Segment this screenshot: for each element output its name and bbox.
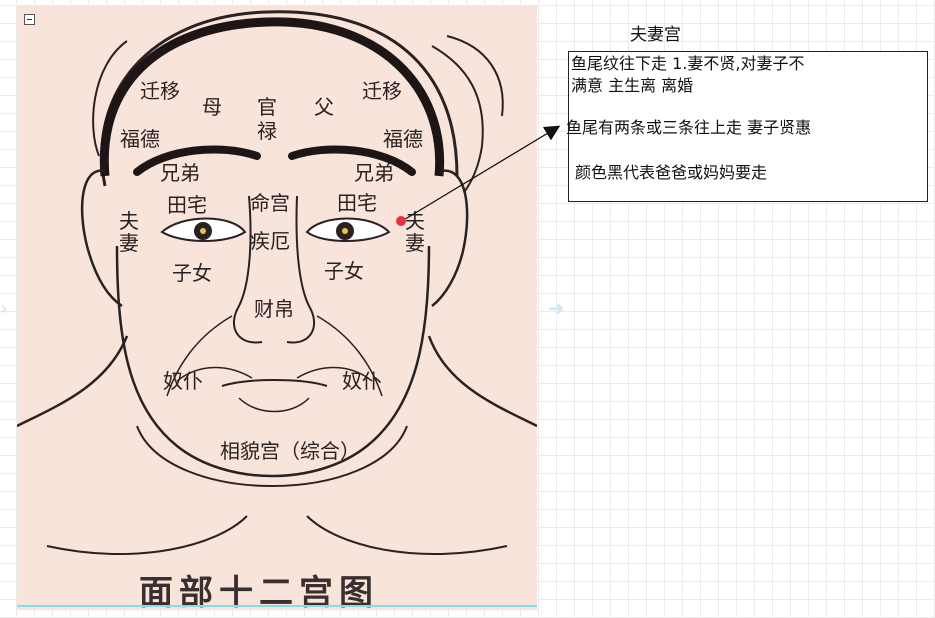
note-box[interactable]: 鱼尾纹往下走 1.妻不贤,对妻子不 满意 主生离 离婚 鱼尾有两条或三条往上走 … bbox=[566, 51, 928, 202]
label-xiangmao: 相貌宫（综合） bbox=[220, 439, 360, 463]
label-fu-father: 父 bbox=[314, 95, 334, 119]
label-qi-right: 妻 bbox=[405, 231, 425, 255]
label-qi-left: 妻 bbox=[119, 231, 139, 255]
note-line-4: 颜色黑代表爸爸或妈妈要走 bbox=[575, 163, 768, 182]
label-nupu-right: 奴仆 bbox=[342, 369, 382, 393]
label-fude-left: 福德 bbox=[120, 127, 160, 151]
face-drawing: 迁移 迁移 母 官 禄 父 福德 福德 兄弟 兄弟 田宅 田宅 命宫 夫 妻 夫… bbox=[17, 10, 537, 610]
label-minggong: 命宫 bbox=[250, 191, 290, 215]
label-guan: 官 bbox=[257, 95, 277, 119]
label-zinv-right: 子女 bbox=[324, 259, 364, 283]
note-line-1: 鱼尾纹往下走 1.妻不贤,对妻子不 bbox=[571, 54, 805, 73]
note-line-2: 满意 主生离 离婚 bbox=[571, 76, 694, 95]
label-lu: 禄 bbox=[257, 119, 277, 143]
label-xiongdi-right: 兄弟 bbox=[354, 161, 394, 185]
face-chart-title: 面部十二宫图 bbox=[139, 573, 379, 610]
label-fu-left: 夫 bbox=[119, 209, 139, 233]
note-line-3: 鱼尾有两条或三条往上走 妻子贤惠 bbox=[566, 118, 812, 137]
label-jie: 疾厄 bbox=[250, 229, 290, 253]
diagram-title[interactable]: 夫妻宫 bbox=[630, 25, 681, 45]
label-zinv-left: 子女 bbox=[172, 261, 212, 285]
left-arrow-icon: › bbox=[0, 296, 8, 320]
collapse-icon[interactable] bbox=[24, 14, 35, 25]
label-xiongdi-left: 兄弟 bbox=[160, 161, 200, 185]
label-qianyi-right: 迁移 bbox=[362, 79, 402, 103]
label-nupu-left: 奴仆 bbox=[163, 369, 203, 393]
label-fude-right: 福德 bbox=[383, 127, 423, 151]
right-arrow-icon: ➜ bbox=[548, 296, 565, 320]
label-caibo: 财帛 bbox=[254, 297, 294, 321]
label-mu: 母 bbox=[202, 95, 222, 119]
image-bottom-border bbox=[17, 605, 537, 607]
label-fu-right: 夫 bbox=[405, 209, 425, 233]
face-palaces-image[interactable]: 迁移 迁移 母 官 禄 父 福德 福德 兄弟 兄弟 田宅 田宅 命宫 夫 妻 夫… bbox=[17, 6, 537, 610]
label-tianzhai-right: 田宅 bbox=[337, 191, 377, 215]
label-qianyi-left: 迁移 bbox=[140, 79, 180, 103]
label-tianzhai-left: 田宅 bbox=[167, 193, 207, 217]
